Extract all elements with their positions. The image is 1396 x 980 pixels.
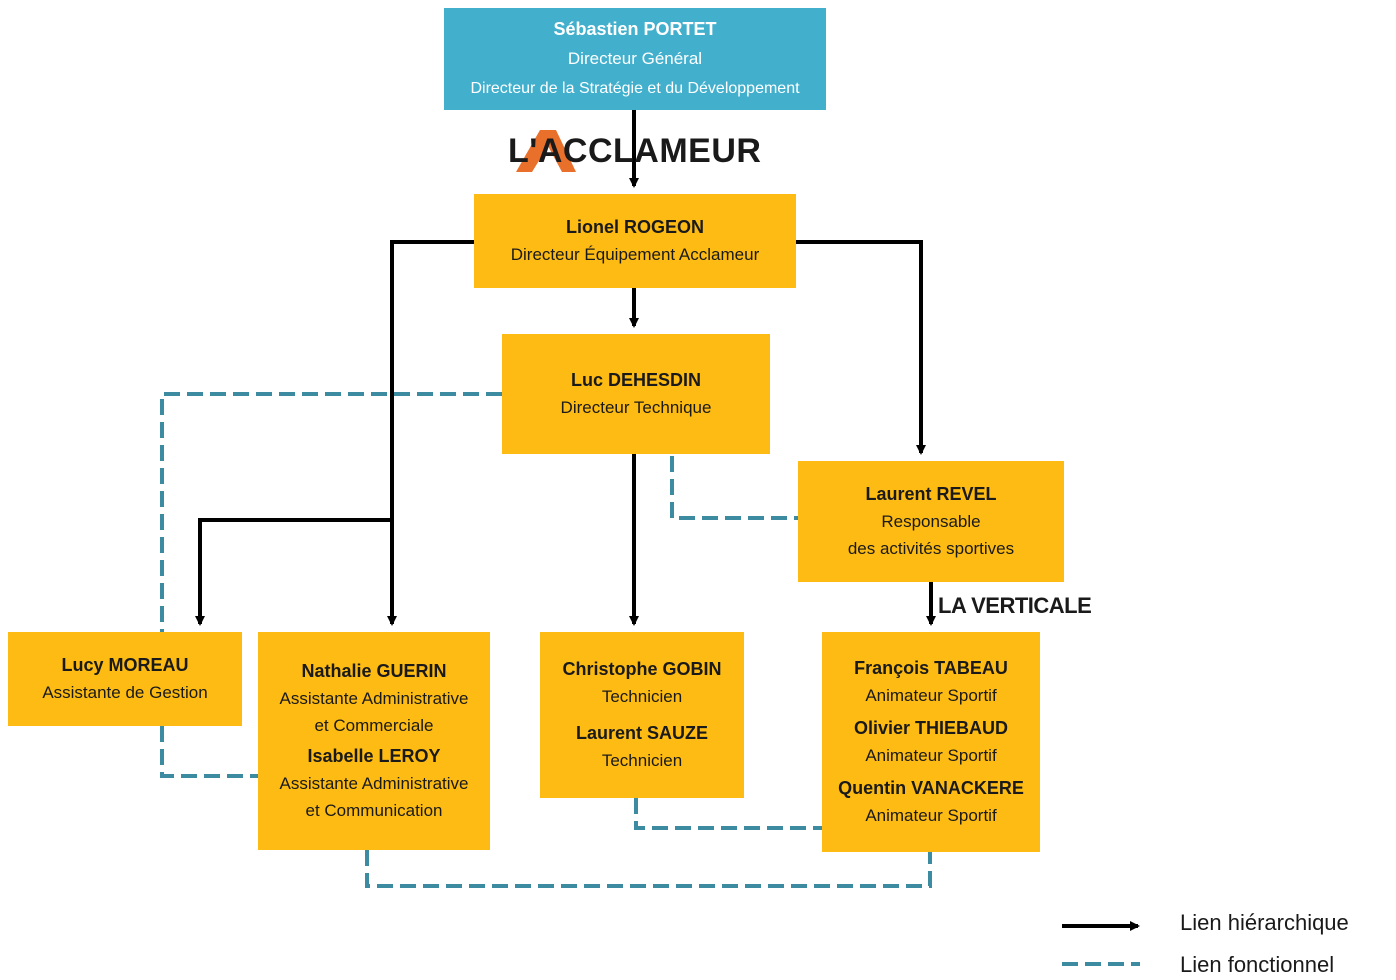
la-verticale-logo-text: LA VERTICALE [938, 593, 1092, 618]
job-title: Animateur Sportif [865, 686, 997, 705]
person-name: Christophe GOBIN [562, 659, 722, 679]
person-name: Luc DEHESDIN [570, 370, 702, 390]
box-rogeon: Lionel ROGEON Directeur Équipement Accla… [474, 194, 796, 288]
job-title: Directeur Équipement Acclameur [510, 245, 760, 264]
box-gobin-sauze: Christophe GOBIN Technicien Laurent SAUZ… [540, 632, 744, 798]
job-title: et Commerciale [314, 716, 434, 735]
box-dehesdin: Luc DEHESDIN Directeur Technique [502, 334, 770, 454]
func-gobin-tabeau [634, 798, 822, 830]
person-name: Quentin VANACKERE [838, 778, 1024, 798]
func-dehesdin-moreau [160, 392, 502, 632]
person-name: Lucy MOREAU [61, 655, 189, 675]
box-moreau: Lucy MOREAU Assistante de Gestion [8, 632, 242, 726]
func-dehesdin-revel [670, 456, 798, 520]
person-name: Laurent REVEL [865, 484, 997, 504]
job-title: Assistante Administrative [279, 689, 469, 708]
person-name: François TABEAU [854, 658, 1008, 678]
job-title: Directeur Technique [560, 398, 712, 417]
job-title: Technicien [601, 751, 683, 770]
la-verticale-logo: LA VERTICALE [938, 584, 1092, 630]
acclameur-logo-text: L'ACCLAMEUR [508, 132, 762, 170]
person-name: Nathalie GUERIN [301, 661, 447, 681]
link-rogeon-moreau [195, 518, 392, 626]
box-tabeau-thiebaud-vanackere: François TABEAU Animateur Sportif Olivie… [822, 632, 1040, 852]
job-title: Directeur de la Stratégie et du Développ… [470, 80, 800, 97]
job-title: et Communication [305, 801, 443, 820]
box-portet: Sébastien PORTET Directeur Général Direc… [444, 8, 826, 110]
person-name: Lionel ROGEON [565, 217, 704, 237]
legend-hierarchical-label: Lien hiérarchique [1180, 910, 1349, 935]
legend-functional-label: Lien fonctionnel [1180, 952, 1335, 977]
job-title: Assistante de Gestion [42, 683, 208, 702]
job-title: Animateur Sportif [865, 806, 997, 825]
func-moreau-guerin [160, 726, 258, 778]
job-title: Technicien [601, 687, 683, 706]
box-guerin-leroy: Nathalie GUERIN Assistante Administrativ… [258, 632, 490, 850]
job-title: des activités sportives [847, 539, 1015, 558]
person-name: Sébastien PORTET [553, 19, 717, 39]
func-guerin-tabeau [365, 850, 932, 888]
person-name: Laurent SAUZE [575, 723, 708, 743]
job-title: Assistante Administrative [279, 774, 469, 793]
job-title: Responsable [881, 512, 981, 531]
acclameur-logo-mark [516, 130, 576, 172]
job-title: Directeur Général [567, 49, 703, 68]
link-rogeon-revel [796, 240, 926, 455]
person-name: Olivier THIEBAUD [853, 718, 1009, 738]
link-rogeon-guerin [387, 240, 474, 626]
job-title: Animateur Sportif [865, 746, 997, 765]
box-revel: Laurent REVEL Responsable des activités … [798, 461, 1064, 582]
person-name: Isabelle LEROY [307, 746, 441, 766]
acclameur-logo: L'ACCLAMEUR [508, 128, 762, 174]
